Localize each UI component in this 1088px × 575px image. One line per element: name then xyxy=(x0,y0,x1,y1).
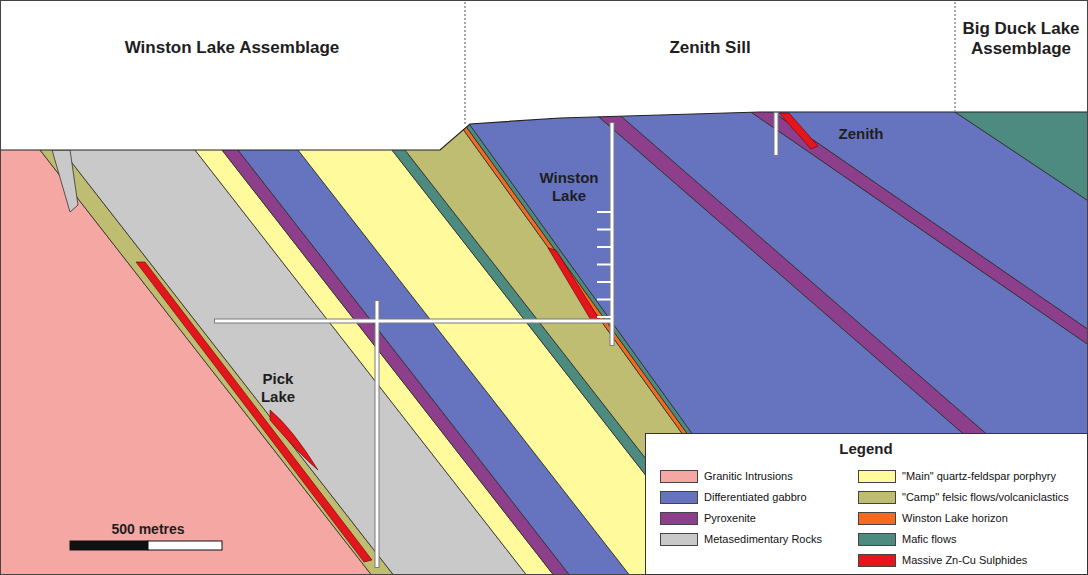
assemblage-label: Zenith Sill xyxy=(560,38,860,58)
legend-swatch xyxy=(858,554,896,567)
metasediment-lens xyxy=(52,150,78,212)
divider xyxy=(955,2,956,111)
legend-swatch xyxy=(858,470,896,483)
deposit-label: Pick Lake xyxy=(250,370,306,406)
sulphide-lens xyxy=(779,113,818,149)
level-tick xyxy=(597,299,611,301)
legend-text: Mafic flows xyxy=(902,532,956,546)
legend-text: "Camp" felsic flows/volcaniclastics xyxy=(902,490,1069,504)
level-tick xyxy=(597,211,611,213)
rock-units xyxy=(0,90,1088,575)
legend-text: Pyroxenite xyxy=(704,511,756,525)
divider xyxy=(465,2,466,125)
sulphide-lens xyxy=(270,410,318,470)
level-tick xyxy=(597,281,611,283)
level-tick xyxy=(597,316,611,318)
legend-swatch xyxy=(858,491,896,504)
legend-text: Massive Zn-Cu Sulphides xyxy=(902,553,1027,567)
deposit-label: Zenith xyxy=(826,125,896,143)
legend-text: Metasedimentary Rocks xyxy=(704,532,822,546)
drill-holes xyxy=(214,112,776,568)
legend-text: "Main" quartz-feldspar porphyry xyxy=(902,469,1056,483)
assemblage-label: Winston Lake Assemblage xyxy=(82,38,382,58)
deposit-label: Winston Lake xyxy=(532,169,606,205)
legend-swatch xyxy=(660,533,698,546)
legend-text: Winston Lake horizon xyxy=(902,511,1008,525)
level-tick xyxy=(597,264,611,266)
ground-surface xyxy=(0,112,1088,150)
sulphide-lens xyxy=(548,248,601,322)
legend-swatch xyxy=(660,470,698,483)
legend-text: Granitic Intrusions xyxy=(704,469,793,483)
legend-swatch xyxy=(660,512,698,525)
legend-swatch xyxy=(858,512,896,525)
scale-label: 500 metres xyxy=(68,521,228,538)
scale-bar xyxy=(70,541,222,550)
level-tick xyxy=(597,229,611,231)
legend-swatch xyxy=(858,533,896,546)
level-tick xyxy=(597,246,611,248)
assemblage-label: Big Duck Lake Assemblage xyxy=(957,19,1085,60)
legend-text: Differentiated gabbro xyxy=(704,490,807,504)
sulphide-lens xyxy=(136,262,372,562)
legend-swatch xyxy=(660,491,698,504)
legend-title: Legend xyxy=(766,440,966,458)
